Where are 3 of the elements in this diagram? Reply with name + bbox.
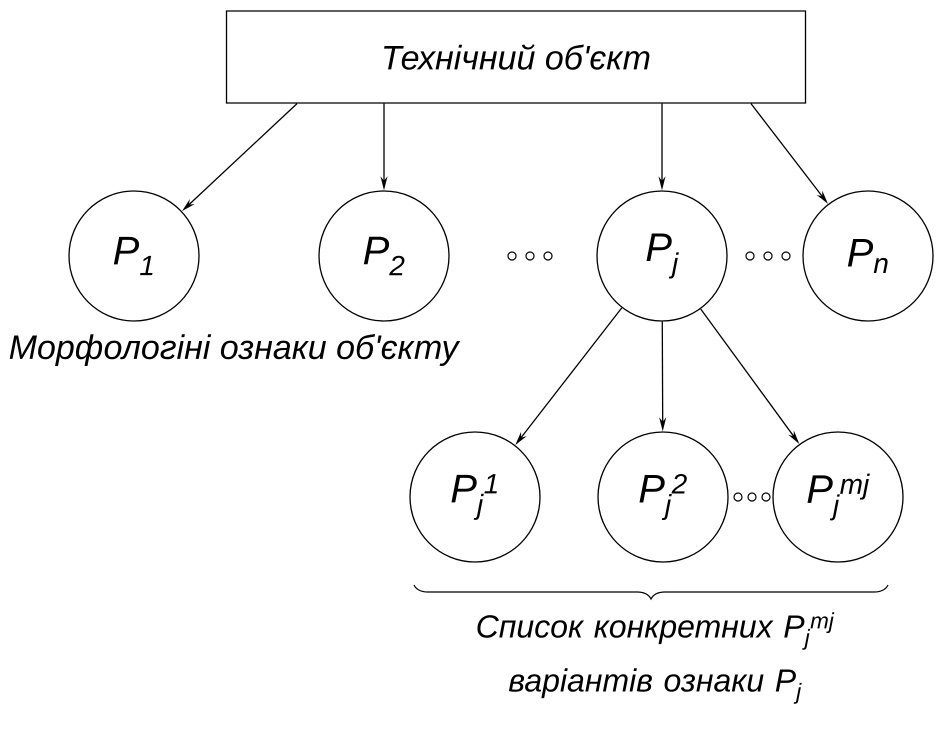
caption-text: Морфологіні ознаки об'єкту — [10, 334, 460, 366]
caption-text: Список конкретних P$_{j}$mj варіантів ознаки P$_{j}$ — [477, 612, 834, 704]
object-box: Технічний об'єкт — [226, 10, 806, 104]
